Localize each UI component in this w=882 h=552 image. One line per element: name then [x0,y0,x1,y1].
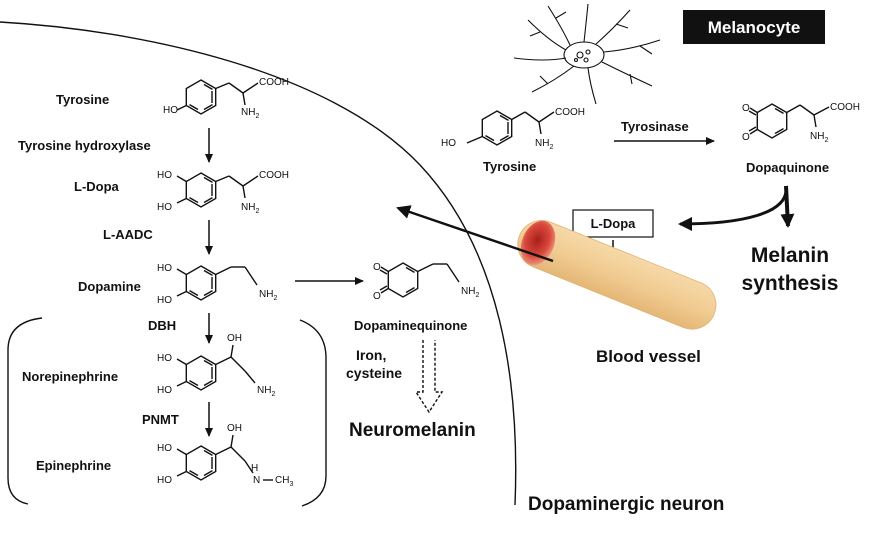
pnmt-label: PNMT [142,412,179,427]
svg-text:COOH: COOH [259,77,289,88]
svg-text:COOH: COOH [830,102,860,113]
iron-cysteine-label-2: cysteine [346,365,402,381]
svg-text:NH2: NH2 [241,107,259,120]
svg-text:N: N [253,475,260,486]
melanin-label-2: synthesis [742,272,839,295]
svg-text:NH2: NH2 [535,138,553,151]
svg-text:H: H [251,463,258,474]
ldopa-label: L-Dopa [74,179,120,194]
svg-text:HO: HO [157,353,172,364]
svg-text:OH: OH [227,423,242,434]
ldopa-box [572,209,654,238]
melanocyte-label: Melanocyte [708,18,801,37]
dopamine-label: Dopamine [78,279,141,294]
svg-text:HO: HO [157,385,172,396]
arrow-dopaquinone-melanin [780,185,795,228]
svg-text:HO: HO [157,263,172,274]
ldopa-box-label: L-Dopa [591,216,637,231]
laadc-label: L-AADC [103,227,153,242]
svg-text:COOH: COOH [555,107,585,118]
tyrosine-structure: HO COOH NH2 [163,77,289,120]
iron-cysteine-label-1: Iron, [356,347,386,363]
neuromelanin-label: Neuromelanin [349,420,476,441]
ldopa-structure: HO HO COOH NH2 [157,170,289,215]
tyrosine-label: Tyrosine [56,92,109,107]
svg-text:O: O [742,132,750,143]
dopaminequinone-structure: O O NH2 [373,262,479,302]
dopaquinone-label: Dopaquinone [746,160,829,175]
svg-text:HO: HO [157,202,172,213]
svg-text:NH2: NH2 [241,202,259,215]
blood-vessel-label: Blood vessel [596,347,701,366]
tyrosine-structure-melanocyte: HO COOH NH2 [441,107,585,151]
svg-text:HO: HO [441,138,456,149]
dopamine-structure: HO HO NH2 [157,263,277,306]
melanocyte-label-box [683,10,825,44]
svg-text:OH: OH [227,333,242,344]
svg-text:HO: HO [157,443,172,454]
svg-text:HO: HO [157,170,172,181]
arrow-vessel-neuron [396,205,554,263]
epinephrine-structure: HO HO OH N H CH3 [157,423,293,488]
dopaminergic-neuron-label: Dopaminergic neuron [528,494,724,515]
catecholamine-bracket-right [299,319,327,507]
neuron-membrane [0,21,517,506]
svg-text:O: O [373,262,381,273]
melanin-label-1: Melanin [751,244,829,267]
svg-text:NH2: NH2 [259,289,277,302]
tyrosine-melanocyte-label: Tyrosine [483,159,536,174]
svg-text:O: O [373,291,381,302]
svg-text:CH3: CH3 [275,475,293,488]
epinephrine-label: Epinephrine [36,458,111,473]
svg-text:HO: HO [163,105,178,116]
norepinephrine-label: Norepinephrine [22,369,118,384]
dbh-label: DBH [148,318,176,333]
svg-text:HO: HO [157,295,172,306]
dopaminequinone-label: Dopaminequinone [354,318,467,333]
svg-text:HO: HO [157,475,172,486]
dashed-arrow-neuromelanin [414,340,444,414]
dopaquinone-structure: O O COOH NH2 [742,102,860,144]
melanocyte-cell-sketch [513,3,661,105]
tyrosine-hydroxylase-label: Tyrosine hydroxylase [18,138,151,153]
svg-text:COOH: COOH [259,170,289,181]
catecholamine-bracket-left [7,317,43,505]
svg-text:O: O [742,103,750,114]
svg-text:NH2: NH2 [461,286,479,299]
svg-text:NH2: NH2 [810,131,828,144]
arrow-dopaquinone-ldopa [678,185,788,231]
norepinephrine-structure: HO HO OH NH2 [157,333,275,398]
svg-text:NH2: NH2 [257,385,275,398]
tyrosinase-label: Tyrosinase [621,119,689,134]
